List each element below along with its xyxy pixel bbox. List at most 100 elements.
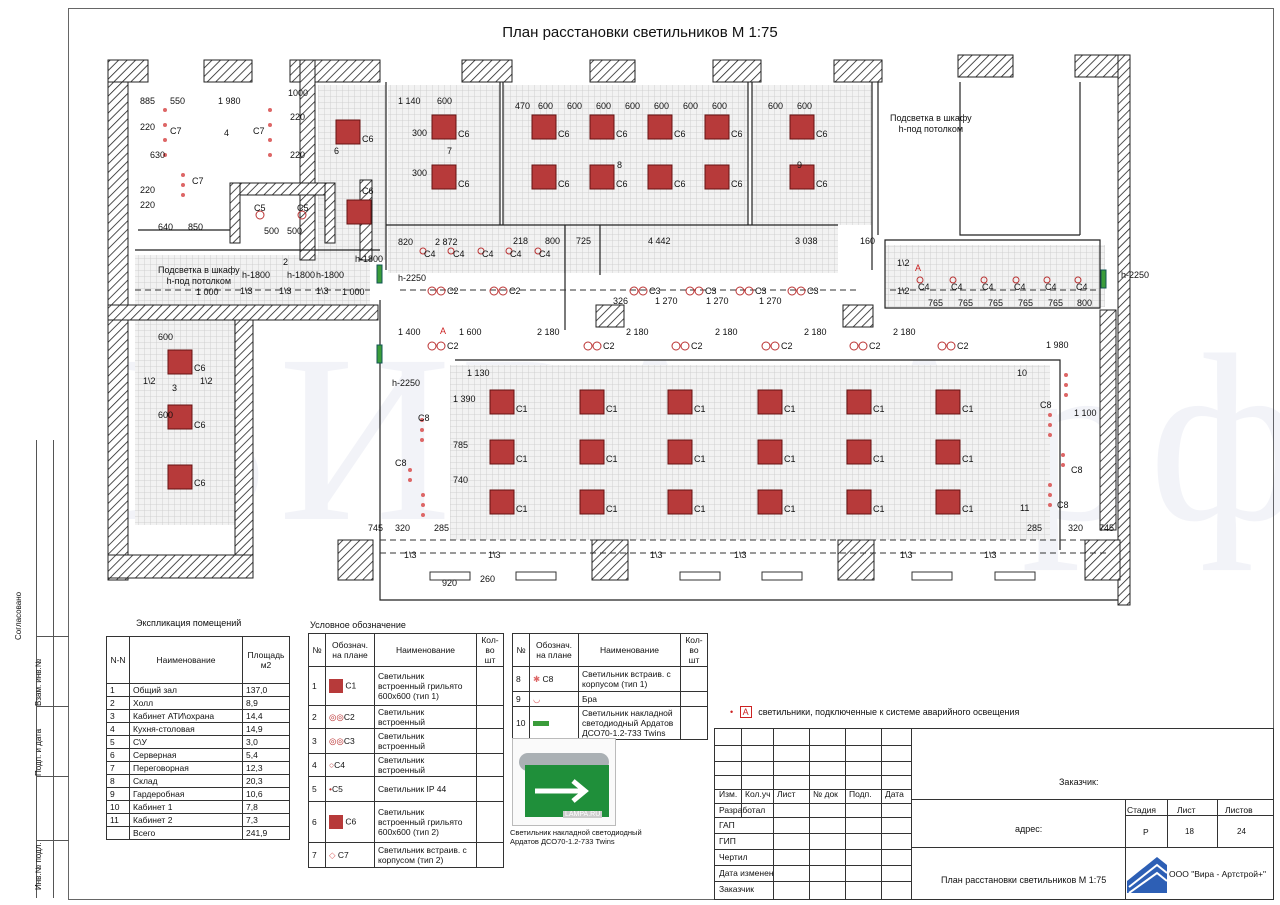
- fixture-tag: С4: [1045, 282, 1057, 292]
- sheets-label: Листов: [1225, 805, 1253, 815]
- c1-fixtures: [489, 389, 961, 515]
- fixture-tag: С8: [1071, 465, 1083, 475]
- row-symbol: ◎◎С2: [325, 705, 375, 729]
- dimension: 220: [290, 112, 306, 122]
- row-num: 6: [106, 748, 130, 762]
- dimension: 500: [264, 226, 280, 236]
- stamp-left-grid: [715, 729, 912, 899]
- fixture-tag: С1: [516, 454, 528, 464]
- dimension: 1\3: [900, 550, 913, 560]
- c2-c3-fixtures: [427, 286, 956, 351]
- col-doc: № док: [813, 789, 838, 799]
- product-caption: Светильник накладной светодиодный Ардато…: [510, 828, 642, 846]
- row-area: 5,4: [242, 748, 290, 762]
- row-num: 2: [106, 696, 130, 710]
- col-number: N-N: [106, 636, 130, 684]
- row-qty: [680, 666, 708, 692]
- stamp-role: Разработал: [719, 805, 766, 815]
- row-name: Светильник встраив. с корпусом (тип 1): [578, 666, 681, 692]
- dimension: 600: [654, 101, 670, 111]
- dimension: 1 000: [342, 287, 365, 297]
- fixture-tag: С4: [1014, 282, 1026, 292]
- ceiling-grid: [135, 85, 1105, 540]
- fixture-tag: С2: [447, 341, 459, 351]
- table-row: 9◡Бра: [512, 691, 708, 707]
- radiators: [429, 571, 1036, 581]
- dimension: 2 180: [893, 327, 916, 337]
- fixture-tag: С6: [731, 129, 743, 139]
- row-area: 20,3: [242, 774, 290, 788]
- dimension: 470: [515, 101, 531, 111]
- dimension: 765: [988, 298, 1004, 308]
- dimension: 800: [1077, 298, 1093, 308]
- dimension: 1\3: [404, 550, 417, 560]
- dimension: 600: [596, 101, 612, 111]
- small-light-icon: ✱: [533, 673, 541, 684]
- dimension: 326: [613, 296, 629, 306]
- fixture-tag: С6: [674, 179, 686, 189]
- row-qty: [476, 776, 504, 802]
- col-qty: Кол-во шт: [680, 633, 708, 667]
- dimension: 320: [395, 523, 411, 533]
- bullet-icon: •: [730, 707, 734, 717]
- side-strip: [36, 440, 69, 898]
- circle-icon: ○: [329, 760, 335, 770]
- row-num: 6: [308, 801, 326, 843]
- fixture-tag: С1: [516, 504, 528, 514]
- dimension: 220: [140, 185, 156, 195]
- dimension: 765: [1048, 298, 1064, 308]
- dimension: h-1800: [355, 254, 384, 264]
- fixture-tag: С6: [616, 179, 628, 189]
- sheet-label: Лист: [1177, 805, 1196, 815]
- room-number: 11: [1020, 503, 1030, 513]
- dimension: 1 400: [398, 327, 421, 337]
- fixture-tag: С7: [253, 126, 265, 136]
- row-name: С\У: [129, 735, 243, 749]
- symbol-code: С4: [334, 760, 346, 770]
- fixture-tag: С8: [1040, 400, 1052, 410]
- fixture-tag: С6: [362, 186, 374, 196]
- dimension: 800: [545, 236, 561, 246]
- dimension: 2 180: [715, 327, 738, 337]
- row-name: Светильник накладной светодиодный Ардато…: [578, 706, 681, 740]
- row-symbol: •С5: [325, 776, 375, 802]
- row-name: Светильник IP 44: [374, 776, 477, 802]
- room-number: 8: [617, 160, 623, 170]
- height-label: h-2250: [1121, 270, 1150, 280]
- double-circle-icon: ◎◎: [329, 735, 344, 746]
- table-header: № Обознач. на плане Наименование Кол-во …: [512, 633, 708, 667]
- dimension: 4 442: [648, 236, 671, 246]
- fixture-tag: С6: [362, 134, 374, 144]
- fixture-tag: С4: [424, 249, 436, 259]
- row-area: 7,3: [242, 813, 290, 827]
- row-area: 3,0: [242, 735, 290, 749]
- fixture-tag: С1: [694, 454, 706, 464]
- room-number: 4: [224, 128, 230, 138]
- col-name: Наименование: [374, 633, 477, 667]
- c6-fixtures: [167, 114, 815, 490]
- total-value: 241,9: [242, 826, 290, 840]
- dimension: 600: [437, 96, 453, 106]
- dimension: 1 980: [1046, 340, 1069, 350]
- dimension: 740: [453, 475, 469, 485]
- dimension: 1 600: [459, 327, 482, 337]
- row-num: 5: [308, 776, 326, 802]
- fixture-tag: С4: [482, 249, 494, 259]
- fixture-tag: С5: [254, 203, 266, 213]
- dimension: 1\3: [279, 286, 292, 296]
- dimension: 600: [712, 101, 728, 111]
- row-symbol: ○С4: [325, 753, 375, 777]
- symbol-code: С7: [337, 849, 349, 860]
- fixture-tag: С6: [816, 179, 828, 189]
- dimension: 1 130: [467, 368, 490, 378]
- row-num: 4: [308, 753, 326, 777]
- row-name: Светильник встроенный: [374, 728, 477, 754]
- dimension: 2 180: [804, 327, 827, 337]
